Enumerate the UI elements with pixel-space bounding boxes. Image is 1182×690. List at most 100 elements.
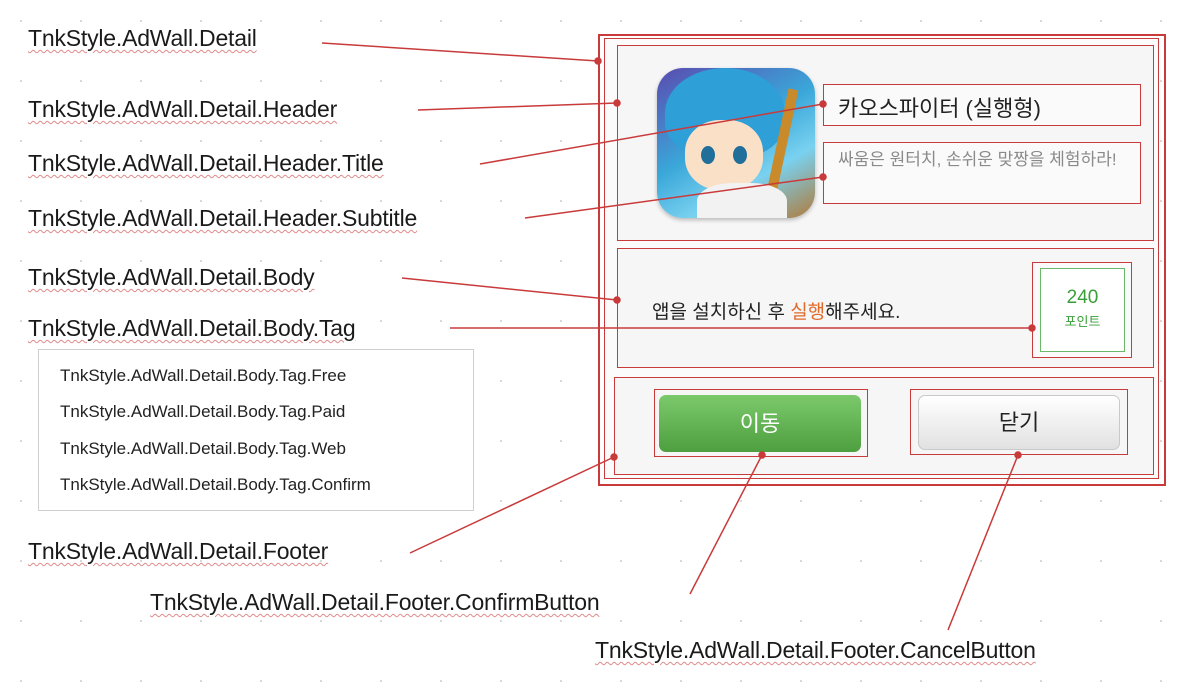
grid-dot	[20, 200, 22, 202]
grid-dot	[80, 620, 82, 622]
grid-dot	[1100, 500, 1102, 502]
grid-dot	[1160, 680, 1162, 682]
grid-dot	[500, 80, 502, 82]
grid-dot	[560, 680, 562, 682]
grid-dot	[260, 320, 262, 322]
grid-dot	[380, 560, 382, 562]
grid-dot	[800, 500, 802, 502]
points-value: 240	[1066, 287, 1099, 308]
grid-dot	[140, 260, 142, 262]
grid-dot	[1160, 620, 1162, 622]
grid-dot	[860, 620, 862, 622]
grid-dot	[440, 200, 442, 202]
grid-dot	[620, 500, 622, 502]
grid-dot	[680, 680, 682, 682]
grid-dot	[560, 140, 562, 142]
label-confirm-button-text: TnkStyle.AdWall.Detail.Footer.ConfirmBut…	[150, 589, 600, 615]
grid-dot	[800, 560, 802, 562]
points-tag: 240 포인트	[1040, 268, 1125, 352]
grid-dot	[20, 80, 22, 82]
grid-dot	[320, 80, 322, 82]
grid-dot	[140, 80, 142, 82]
points-unit: 포인트	[1064, 314, 1101, 329]
grid-dot	[1160, 260, 1162, 262]
label-footer-text: TnkStyle.AdWall.Detail.Footer	[28, 538, 329, 564]
grid-dot	[500, 440, 502, 442]
grid-dot	[980, 680, 982, 682]
grid-dot	[740, 680, 742, 682]
grid-dot	[260, 620, 262, 622]
grid-dot	[1160, 20, 1162, 22]
grid-dot	[200, 680, 202, 682]
grid-dot	[500, 320, 502, 322]
grid-dot	[440, 80, 442, 82]
grid-dot	[440, 680, 442, 682]
grid-dot	[1160, 380, 1162, 382]
grid-dot	[980, 620, 982, 622]
grid-dot	[140, 620, 142, 622]
grid-dot	[560, 80, 562, 82]
grid-dot	[1100, 20, 1102, 22]
grid-dot	[1040, 500, 1042, 502]
grid-dot	[20, 560, 22, 562]
grid-dot	[440, 20, 442, 22]
grid-dot	[440, 320, 442, 322]
grid-dot	[500, 140, 502, 142]
grid-dot	[20, 20, 22, 22]
grid-dot	[680, 560, 682, 562]
grid-dot	[320, 560, 322, 562]
grid-dot	[320, 200, 322, 202]
icon-eye-right	[733, 146, 747, 164]
tag-variant-free: TnkStyle.AdWall.Detail.Body.Tag.Free	[60, 366, 347, 385]
body-message-prefix: 앱을 설치하신 후	[652, 302, 791, 323]
grid-dot	[1160, 500, 1162, 502]
cancel-button[interactable]: 닫기	[918, 395, 1120, 450]
grid-dot	[200, 80, 202, 82]
grid-dot	[140, 20, 142, 22]
label-footer: TnkStyle.AdWall.Detail.Footer	[28, 538, 328, 565]
grid-dot	[20, 320, 22, 322]
grid-dot	[320, 620, 322, 622]
grid-dot	[920, 20, 922, 22]
label-header-title: TnkStyle.AdWall.Detail.Header.Title	[28, 150, 384, 177]
grid-dot	[260, 140, 262, 142]
grid-dot	[380, 140, 382, 142]
grid-dot	[560, 500, 562, 502]
grid-dot	[1160, 140, 1162, 142]
grid-dot	[80, 80, 82, 82]
grid-dot	[80, 320, 82, 322]
grid-dot	[140, 140, 142, 142]
grid-dot	[500, 560, 502, 562]
grid-dot	[1100, 560, 1102, 562]
grid-dot	[980, 20, 982, 22]
grid-dot	[320, 680, 322, 682]
grid-dot	[1160, 320, 1162, 322]
confirm-button[interactable]: 이동	[659, 395, 861, 452]
grid-dot	[200, 560, 202, 562]
connector-header	[417, 102, 618, 111]
grid-dot	[140, 680, 142, 682]
grid-dot	[500, 20, 502, 22]
header-subtitle: 싸움은 원터치, 손쉬운 맞짱을 체험하라!	[838, 150, 1117, 169]
grid-dot	[80, 140, 82, 142]
label-body-tag-text: TnkStyle.AdWall.Detail.Body.Tag	[28, 315, 356, 341]
grid-dot	[920, 680, 922, 682]
grid-dot	[860, 680, 862, 682]
grid-dot	[380, 320, 382, 322]
grid-dot	[260, 80, 262, 82]
grid-dot	[560, 200, 562, 202]
grid-dot	[740, 560, 742, 562]
grid-dot	[1040, 620, 1042, 622]
grid-dot	[800, 620, 802, 622]
body-message: 앱을 설치하신 후 실행해주세요.	[652, 297, 900, 324]
grid-dot	[860, 500, 862, 502]
grid-dot	[560, 260, 562, 262]
connector-detail	[321, 42, 599, 62]
label-header-subtitle-text: TnkStyle.AdWall.Detail.Header.Subtitle	[28, 205, 418, 231]
grid-dot	[500, 620, 502, 622]
grid-dot	[560, 20, 562, 22]
app-icon	[657, 68, 815, 218]
grid-dot	[500, 260, 502, 262]
grid-dot	[200, 260, 202, 262]
grid-dot	[620, 20, 622, 22]
